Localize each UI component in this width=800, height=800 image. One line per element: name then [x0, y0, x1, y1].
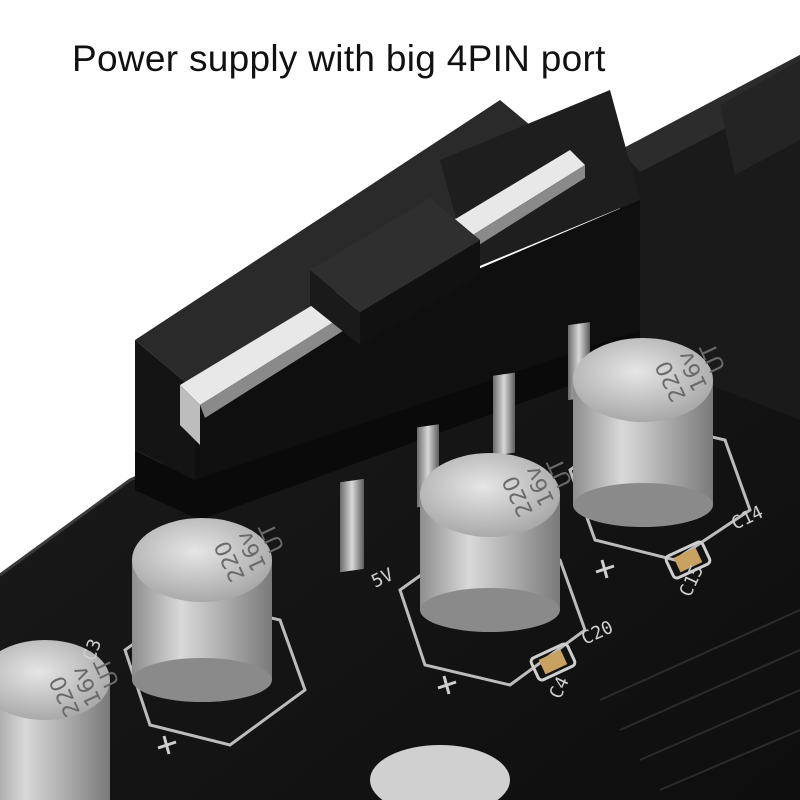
- capacitor-2: [420, 453, 560, 632]
- smd-component-c15: [664, 540, 712, 580]
- 4pin-connector: [135, 90, 640, 520]
- smd-component-c4: [529, 642, 577, 682]
- bottom-component: [370, 745, 510, 800]
- capacitor-3: [573, 338, 713, 527]
- capacitor-1: [132, 518, 272, 702]
- capacitor-4: [0, 640, 110, 800]
- connector-latch: [310, 198, 480, 345]
- caption-title: Power supply with big 4PIN port: [72, 38, 606, 79]
